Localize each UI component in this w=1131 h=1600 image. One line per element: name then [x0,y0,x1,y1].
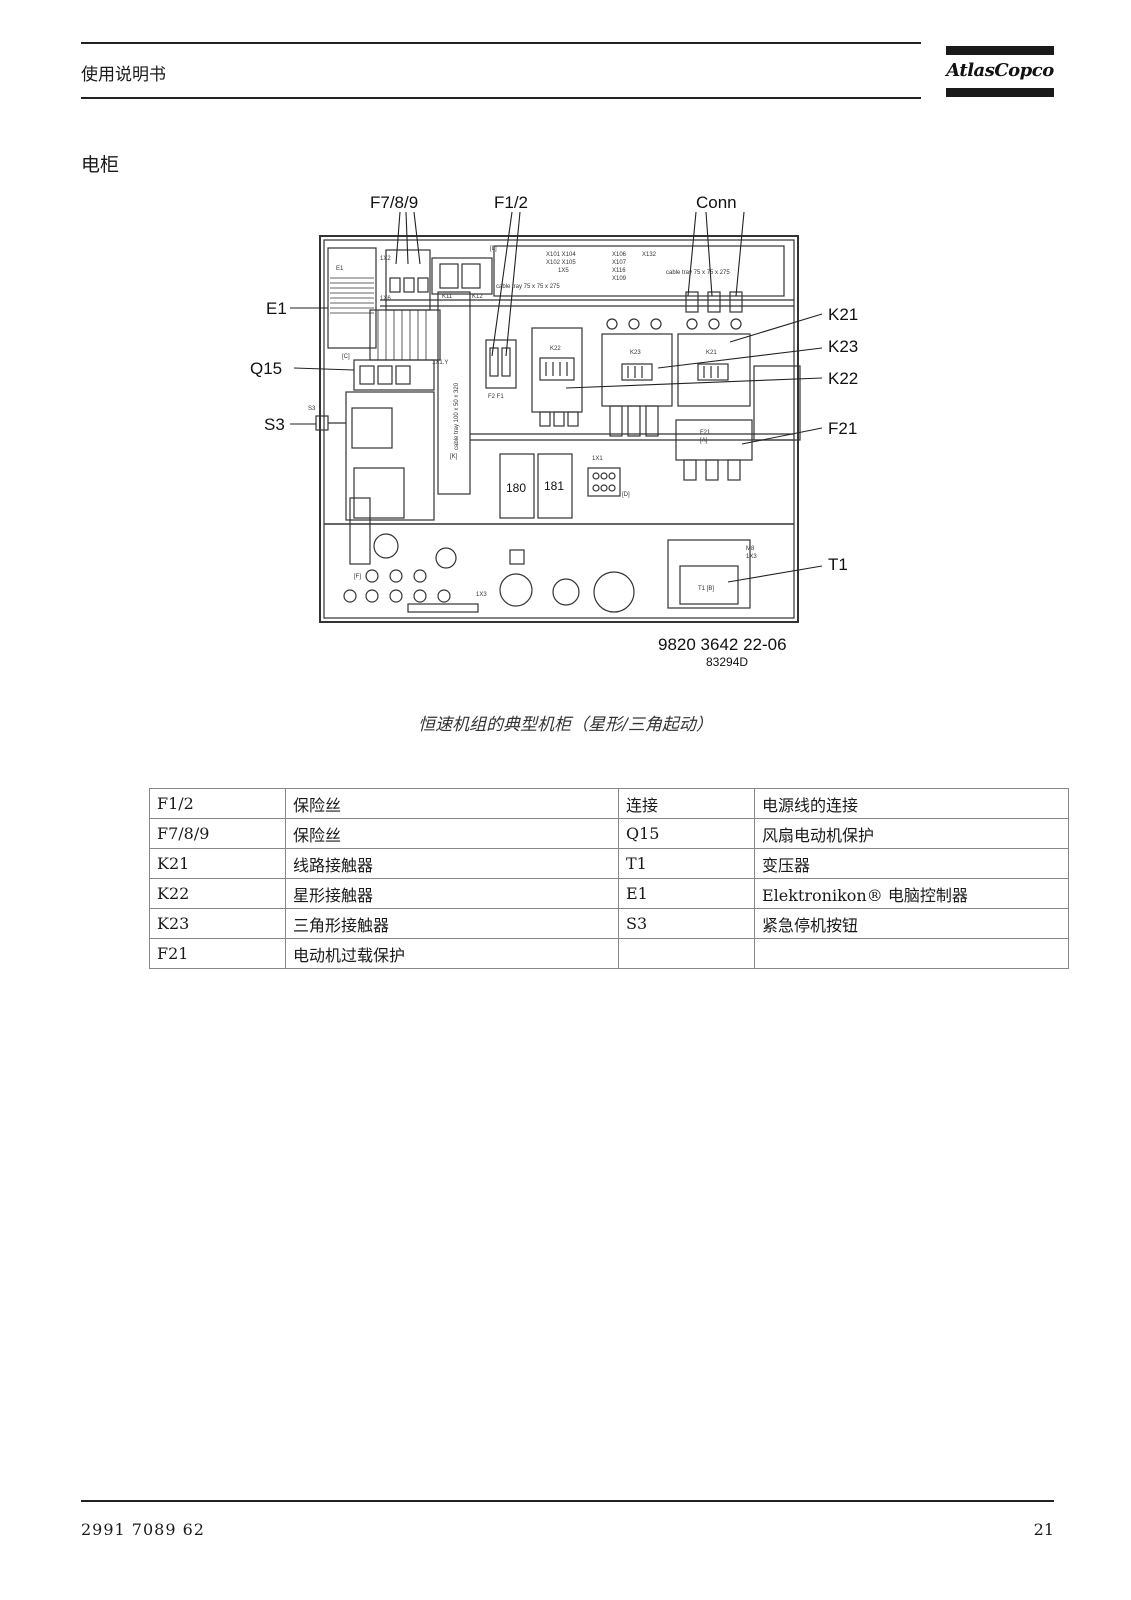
legend-desc-left: 电动机过载保护 [285,938,619,969]
inner-x106: X106 [612,252,627,258]
inner-1x2: 1X2 [380,256,391,262]
inner-k23: K23 [630,350,641,356]
callout-f789: F7/8/9 [370,193,418,212]
legend-code-left: F21 [149,938,286,969]
callout-e1: E1 [266,299,287,318]
inner-m8: M8 [746,546,755,552]
legend-table: F1/2 保险丝 连接 电源线的连接 F7/8/9 保险丝 Q15 风扇电动机保… [149,788,1069,969]
callout-k21: K21 [828,305,858,324]
legend-row: F7/8/9 保险丝 Q15 风扇电动机保护 [149,818,1069,849]
legend-desc-right: 变压器 [754,848,1069,879]
legend-desc-left: 保险丝 [285,788,619,819]
inner-l: [L] [490,246,497,252]
legend-row: K23 三角形接触器 S3 紧急停机按钮 [149,908,1069,939]
legend-desc-right: 风扇电动机保护 [754,818,1069,849]
legend-code-right: Q15 [618,818,755,849]
logo-bottom-bar [946,88,1054,97]
inner-1x1: 1X1 [592,456,603,462]
inner-s3: S3 [308,406,316,412]
inner-x107: X107 [612,260,627,266]
callout-q15: Q15 [250,359,282,378]
legend-code-right: E1 [618,878,755,909]
inner-d: [D] [622,492,630,498]
inner-x101: X101 X104 [546,252,576,258]
inner-m8b: 1X3 [746,554,757,560]
inner-k21: K21 [706,350,717,356]
header-bottom-rule [81,97,921,99]
inner-f2f1: F2 F1 [488,394,504,400]
legend-desc-left: 线路接触器 [285,848,619,879]
logo-top-bar [946,46,1054,55]
legend-row: K22 星形接触器 E1 Elektronikon® 电脑控制器 [149,878,1069,909]
inner-x109: X109 [612,276,627,282]
legend-desc-left: 三角形接触器 [285,908,619,939]
legend-code-right: T1 [618,848,755,879]
box-180-label: 180 [506,481,526,495]
inner-x132: X132 [642,252,657,258]
legend-desc-left: 保险丝 [285,818,619,849]
drawing-code: 83294D [706,655,748,669]
header-top-rule [81,42,921,44]
atlas-copco-logo: AtlasCopco [946,46,1054,100]
callout-f12: F1/2 [494,193,528,212]
inner-k22: K22 [550,346,561,352]
legend-desc-right: 电源线的连接 [754,788,1069,819]
callout-t1: T1 [828,555,848,574]
inner-1x1y: 1X1.Y [432,360,448,366]
legend-code-left: F7/8/9 [149,818,286,849]
legend-code-right: S3 [618,908,755,939]
inner-f21b: [A] [700,438,708,444]
inner-1x3: 1X3 [476,592,487,598]
footer-doc-number: 2991 7089 62 [81,1520,205,1539]
legend-code-left: K23 [149,908,286,939]
inner-x102: X102 X105 [546,260,576,266]
inner-t1b: T1 [B] [698,586,714,592]
legend-row: K21 线路接触器 T1 变压器 [149,848,1069,879]
callout-k23: K23 [828,337,858,356]
figure-caption: 恒速机组的典型机柜（星形/三角起动） [418,715,713,735]
inner-e1: E1 [336,266,344,272]
inner-f21a: F21 [700,430,711,436]
inner-k11: K11 [442,294,453,300]
callout-f21: F21 [828,419,857,438]
callout-conn: Conn [696,193,737,212]
inner-1x6: 1X6 [380,296,391,302]
legend-desc-right: Elektronikon® 电脑控制器 [754,878,1069,909]
inner-k: [K] [450,454,458,460]
legend-code-left: K21 [149,848,286,879]
inner-c: [C] [342,354,350,360]
callout-k22: K22 [828,369,858,388]
box-181-label: 181 [544,479,564,493]
legend-desc-right [754,938,1069,969]
inner-f-bottom: [F] [354,574,361,580]
legend-desc-left: 星形接触器 [285,878,619,909]
callout-s3: S3 [264,415,285,434]
legend-row: F21 电动机过载保护 [149,938,1069,969]
inner-cable-tray-top: cable tray 75 x 75 x 275 [496,284,560,290]
section-title: 电柜 [81,154,120,176]
legend-code-left: K22 [149,878,286,909]
legend-code-right [618,938,755,969]
footer-rule [81,1500,1054,1502]
legend-desc-right: 紧急停机按钮 [754,908,1069,939]
inner-1x5: 1X5 [558,268,569,274]
legend-row: F1/2 保险丝 连接 电源线的连接 [149,788,1069,819]
inner-cable-tray-right: cable tray 75 x 75 x 275 [666,270,730,276]
footer-page-number: 21 [1033,1520,1054,1539]
inner-k12: K12 [472,294,483,300]
legend-code-left: F1/2 [149,788,286,819]
logo-text: AtlasCopco [946,60,1054,81]
inner-cable-tray-vertical: cable tray 100 x 50 x 320 [454,382,460,450]
inner-x116: X116 [612,268,626,274]
part-number: 9820 3642 22-06 [658,635,787,654]
legend-code-right: 连接 [618,788,755,819]
cabinet-diagram: F7/8/9 F1/2 Conn E1 Q15 S3 K21 K23 K22 F… [250,193,858,669]
header-title: 使用说明书 [81,65,166,85]
